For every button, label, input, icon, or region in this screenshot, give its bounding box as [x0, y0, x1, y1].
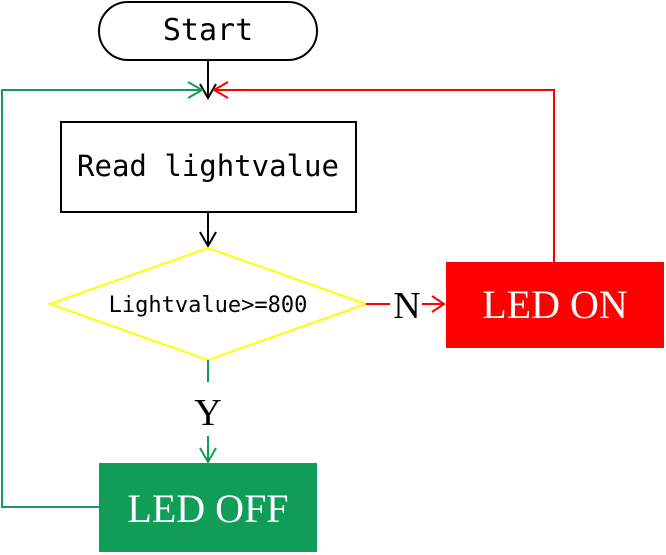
led-off-label: LED OFF — [127, 486, 288, 531]
loop-line-red — [211, 81, 555, 262]
decision-label: Lightvalue>=800 — [109, 293, 308, 318]
start-node: Start — [98, 1, 318, 61]
led-off-node: LED OFF — [99, 463, 317, 552]
read-lightvalue-node: Read lightvalue — [60, 121, 357, 213]
arrow-read-to-decision — [199, 212, 217, 249]
arrow-start-to-read — [199, 60, 217, 101]
decision-node: Lightvalue>=800 — [47, 246, 369, 362]
arrow-yes-branch: Y — [194, 360, 222, 465]
led-on-node: LED ON — [446, 262, 664, 348]
yes-label: Y — [194, 392, 221, 434]
arrow-no-branch: N — [366, 285, 446, 327]
led-on-label: LED ON — [482, 282, 628, 327]
no-label: N — [393, 285, 420, 327]
read-lightvalue-label: Read lightvalue — [77, 149, 339, 183]
start-label: Start — [163, 13, 253, 48]
loop-line-green — [1, 81, 205, 508]
